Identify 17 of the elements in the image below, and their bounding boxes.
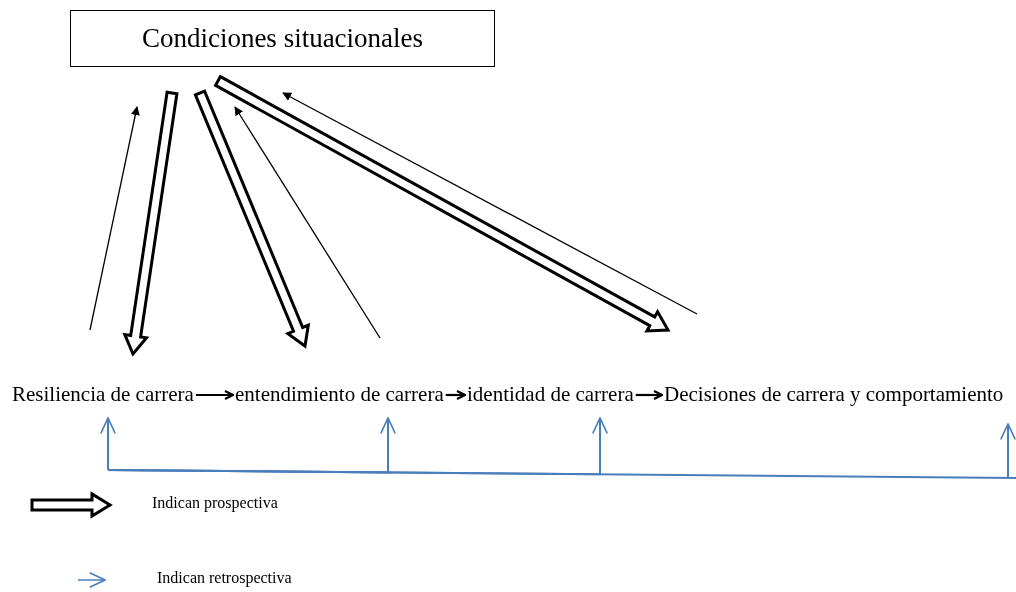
hollow-arrow	[193, 89, 311, 349]
stage-label: identidad de carrera	[467, 382, 634, 406]
stage-label: entendimiento de carrera	[235, 382, 444, 406]
arrow	[234, 106, 381, 339]
stage-label: Resiliencia de carrera	[12, 382, 194, 406]
arrow	[282, 92, 698, 315]
arrow	[89, 106, 140, 331]
legend-label: Indican prospectiva	[152, 494, 278, 512]
hollow-arrow	[213, 74, 671, 333]
title-box: Condiciones situacionales	[70, 10, 495, 67]
connector-arrow	[100, 417, 116, 471]
small-arrow	[635, 389, 664, 401]
legend-label: Indican retrospectiva	[157, 569, 292, 587]
hollow-arrow	[122, 90, 179, 357]
small-arrow	[195, 389, 235, 401]
small-arrow	[445, 389, 467, 401]
stage-label: Decisiones de carrera y comportamiento	[664, 382, 1004, 406]
